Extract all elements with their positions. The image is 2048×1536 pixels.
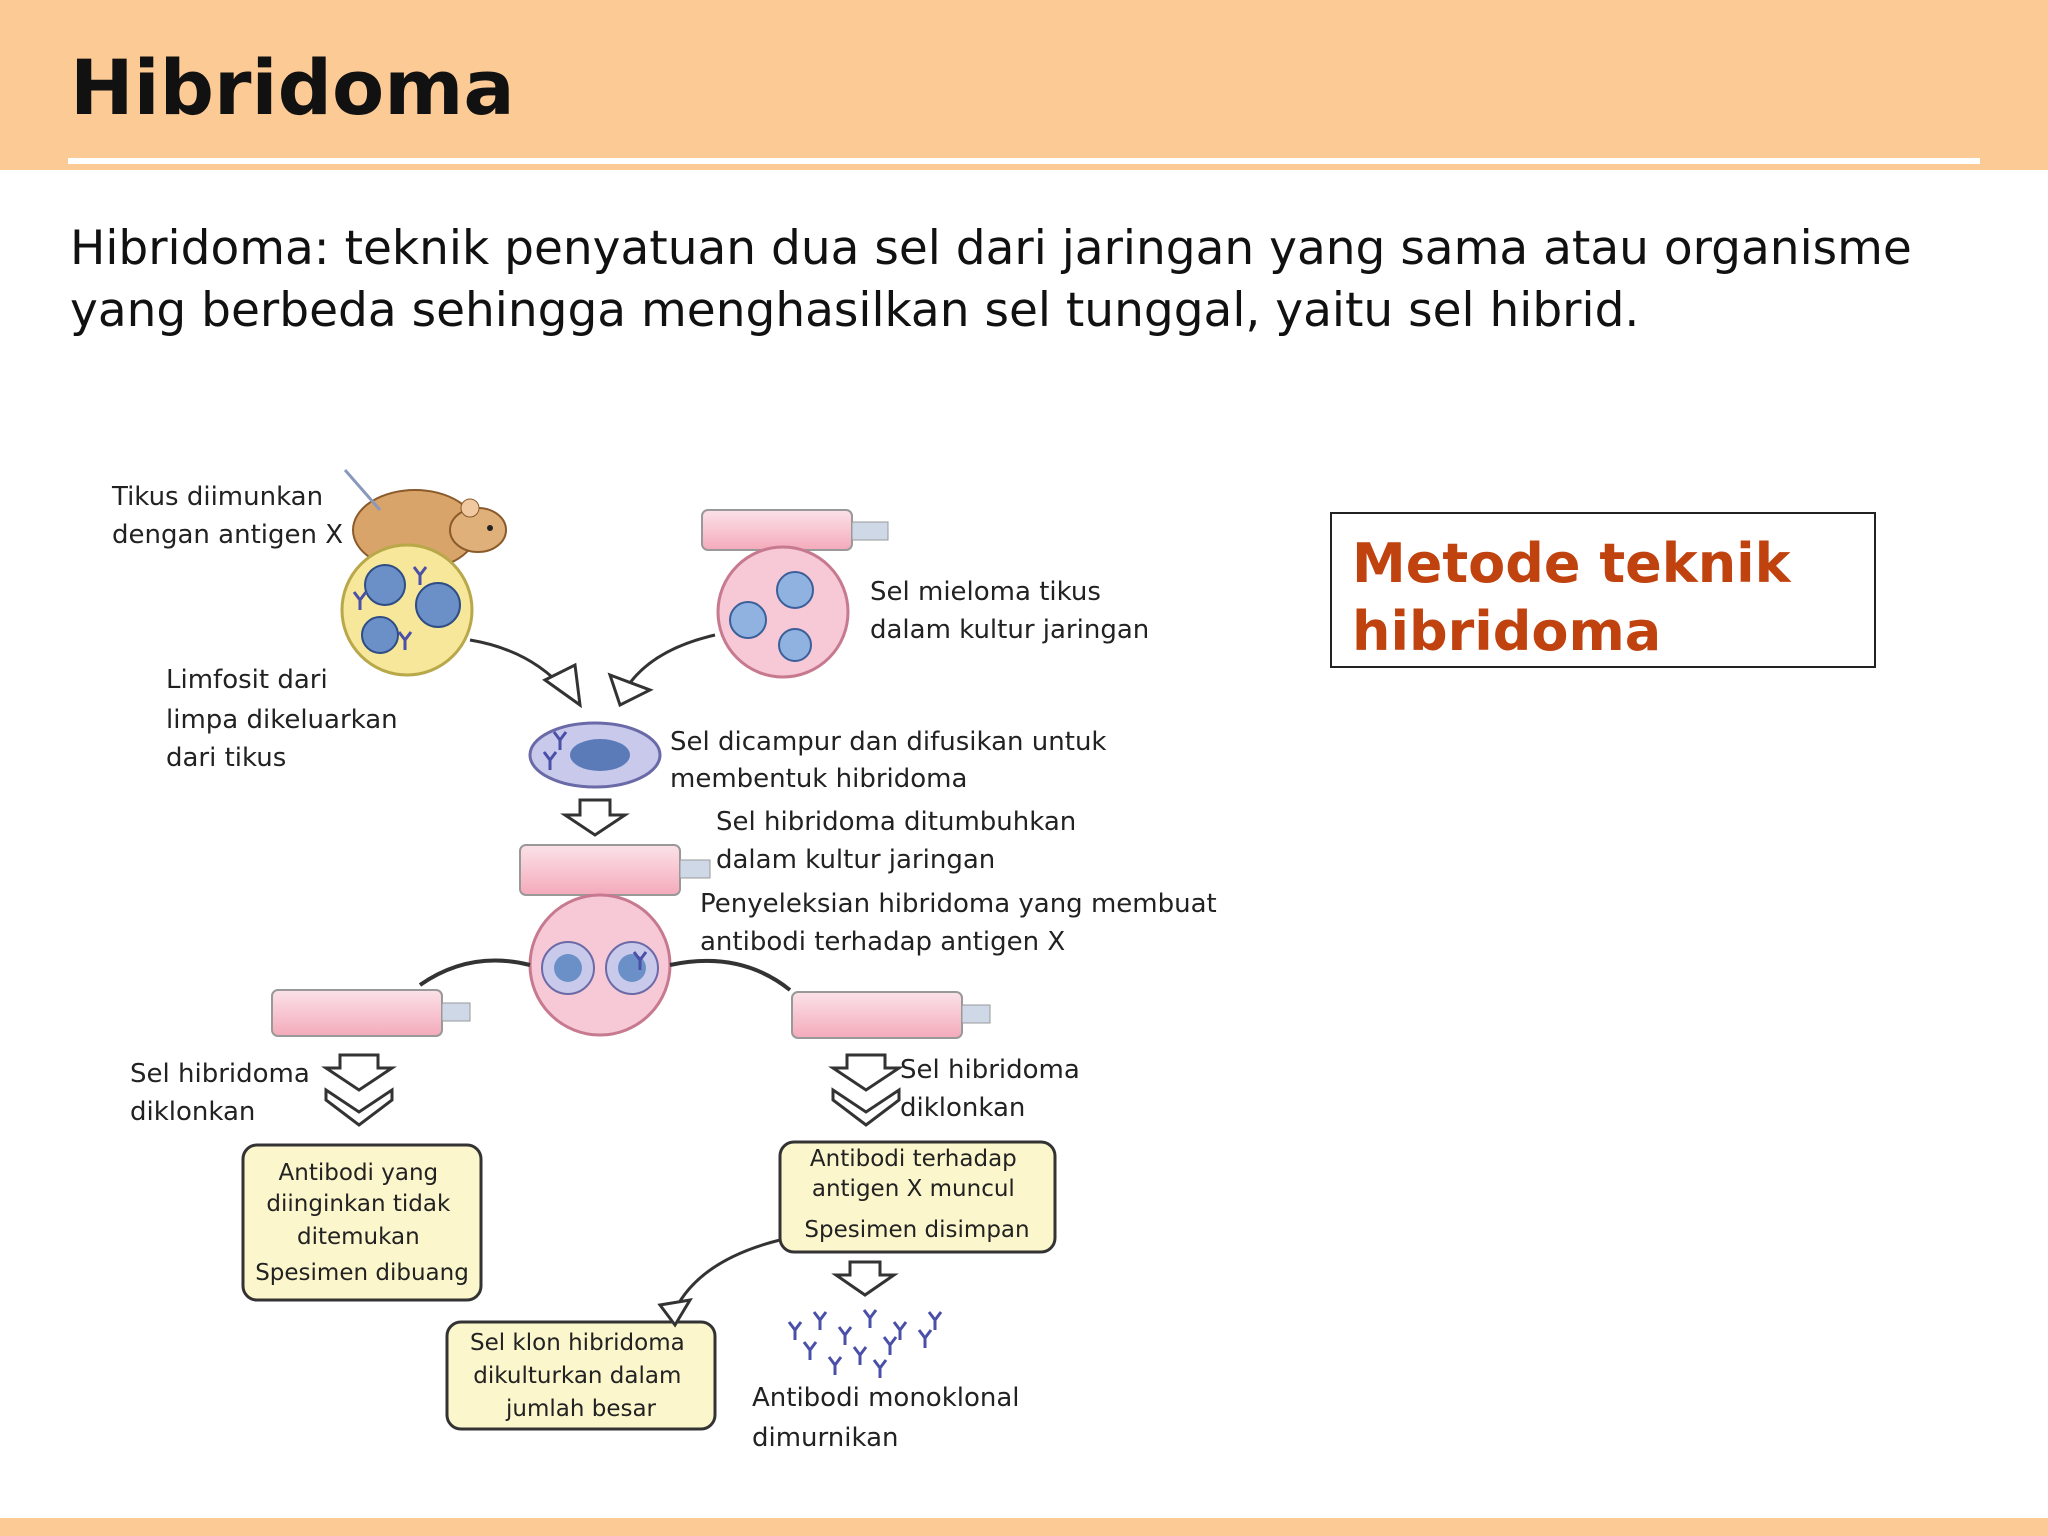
left-flask-icon <box>271 989 471 1037</box>
footer-bar <box>0 1518 2048 1536</box>
culture-flask-icon <box>519 844 711 896</box>
clone-arrow-left <box>321 1053 397 1127</box>
callout-line-1: Metode teknik <box>1352 532 1791 595</box>
clone-left-label: Sel hibridoma diklonkan <box>130 1059 318 1127</box>
arrow-split-left <box>418 958 531 987</box>
myeloma-flask-icon <box>701 509 889 551</box>
arrow-to-bottom-box <box>673 1238 781 1311</box>
antibodies-icon <box>787 1308 943 1380</box>
right-flask-icon <box>791 991 991 1039</box>
result-box-right-text: Antibodi terhadap antigen X muncul Spesi… <box>804 1146 1029 1243</box>
myeloma-label: Sel mieloma tikus dalam kultur jaringan <box>870 577 1149 645</box>
culture-box-bottom <box>445 1320 717 1431</box>
result-box-left-text: Antibodi yang diinginkan tidak ditemukan… <box>255 1160 469 1286</box>
myeloma-cell-icon <box>716 545 850 679</box>
intro-line-2: yang berbeda sehingga menghasilkan sel t… <box>70 283 1640 338</box>
callout-line-2: hibridoma <box>1352 600 1662 663</box>
result-box-right <box>778 1140 1057 1254</box>
clone-arrow-right <box>828 1053 904 1127</box>
fusion-label: Sel dicampur dan difusikan untuk membent… <box>670 727 1115 794</box>
arrow-split-right <box>669 958 792 992</box>
header-bar <box>0 0 2048 170</box>
arrow-down-antibodies <box>831 1260 899 1297</box>
lymphocyte-label: Limfosit dari limpa dikeluarkan dari tik… <box>166 665 406 773</box>
spleen-cells-icon <box>340 543 474 677</box>
callout-text: Metode teknik hibridoma <box>1352 530 1862 666</box>
culture-box-bottom-text: Sel klon hibridoma dikulturkan dalam jum… <box>470 1330 692 1422</box>
arrow-to-fusion-left <box>469 638 582 709</box>
selection-label: Penyeleksian hibridoma yang membuat anti… <box>700 889 1225 957</box>
culture-label: Sel hibridoma ditumbuhkan dalam kultur j… <box>716 807 1085 875</box>
page-title: Hibridoma <box>70 43 515 132</box>
callout-box: Metode teknik hibridoma <box>1330 512 1876 668</box>
intro-line-1: Hibridoma: teknik penyatuan dua sel dari… <box>70 221 1912 276</box>
selection-cell-icon <box>528 893 672 1037</box>
arrow-down-1 <box>560 798 630 837</box>
mouse-label: Tikus diimunkan dengan antigen X <box>111 482 343 550</box>
result-box-left <box>241 1143 483 1302</box>
arrow-to-fusion-right <box>607 633 716 708</box>
antibody-label: Antibodi monoklonal dimurnikan <box>752 1383 1028 1453</box>
header-divider <box>68 158 1980 164</box>
mouse-icon <box>343 469 507 571</box>
intro-text: Hibridoma: teknik penyatuan dua sel dari… <box>70 218 1970 342</box>
clone-right-label: Sel hibridoma diklonkan <box>900 1055 1088 1123</box>
fused-cell-icon <box>528 721 662 789</box>
